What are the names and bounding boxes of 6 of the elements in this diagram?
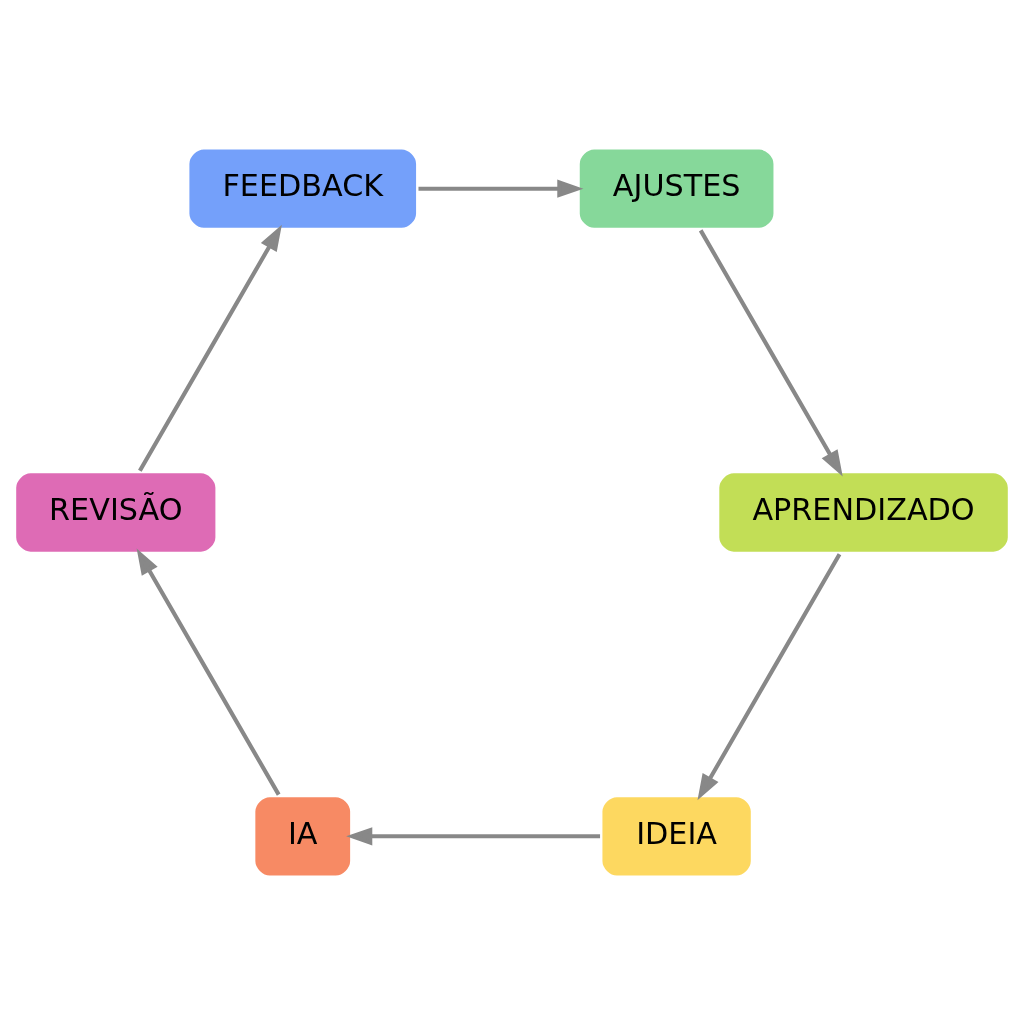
- arrow: [697, 552, 842, 800]
- arrow: [136, 548, 281, 796]
- arrow: [418, 179, 584, 198]
- arrow: [698, 228, 843, 476]
- arrow: [346, 826, 601, 845]
- arrow: [138, 224, 282, 472]
